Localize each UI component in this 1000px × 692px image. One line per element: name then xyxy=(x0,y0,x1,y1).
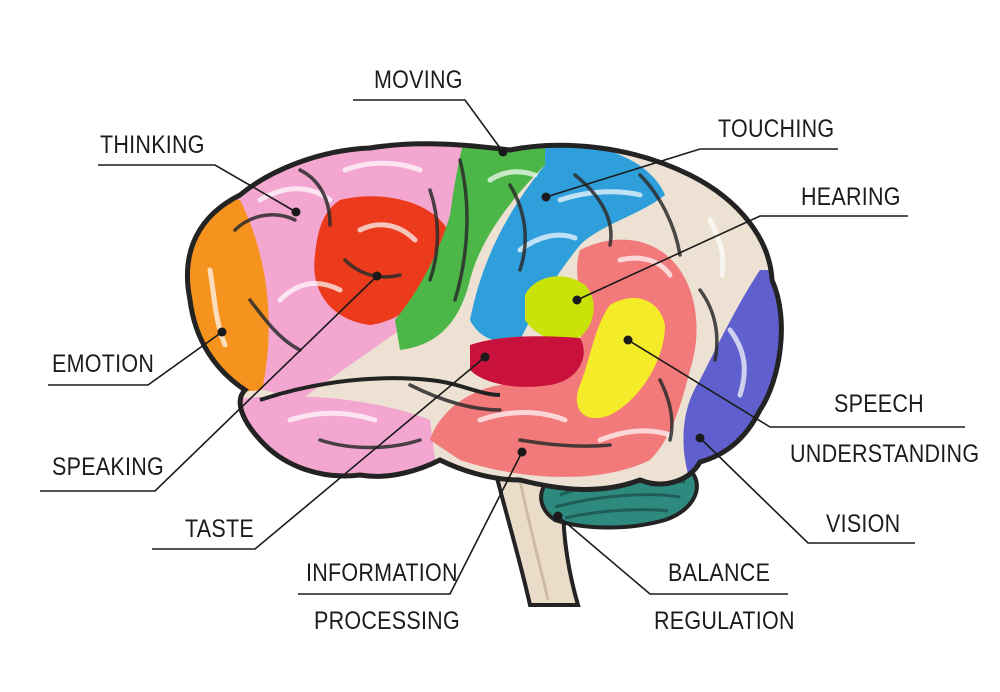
region-moving xyxy=(395,143,560,350)
label-balance: BALANCE xyxy=(668,559,771,587)
label-speech: SPEECH xyxy=(834,390,924,418)
label-taste: TASTE xyxy=(185,515,254,543)
label-hearing: HEARING xyxy=(801,183,901,211)
label-regulation: REGULATION xyxy=(654,607,795,635)
label-speaking: SPEAKING xyxy=(52,453,165,481)
label-understanding: UNDERSTANDING xyxy=(790,440,980,468)
brain-outline xyxy=(184,141,784,492)
label-processing: PROCESSING xyxy=(314,607,460,635)
label-information: INFORMATION xyxy=(306,559,458,587)
label-emotion: EMOTION xyxy=(52,350,155,378)
region-speech-understanding xyxy=(576,297,665,419)
leader-dots xyxy=(217,147,705,521)
region-emotion xyxy=(187,190,269,400)
region-taste xyxy=(470,336,584,387)
leader-lines xyxy=(40,99,965,595)
region-hearing xyxy=(525,276,594,342)
region-speaking xyxy=(314,196,449,325)
label-vision: VISION xyxy=(826,510,901,538)
label-touching: TOUCHING xyxy=(718,115,835,143)
label-thinking: THINKING xyxy=(100,131,205,159)
label-moving: MOVING xyxy=(374,66,463,94)
